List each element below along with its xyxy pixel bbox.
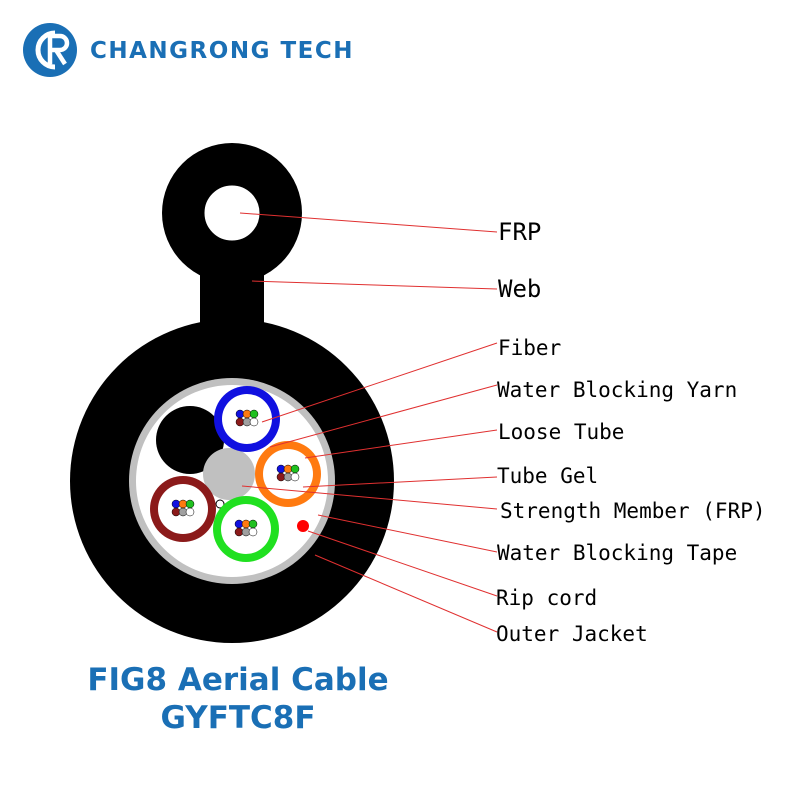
label-strength-member: Strength Member (FRP)	[500, 499, 766, 523]
label-outer-jacket: Outer Jacket	[496, 622, 648, 646]
fiber	[290, 464, 300, 474]
title-line-2: GYFTC8F	[160, 700, 315, 736]
logo-c-mark	[35, 30, 56, 70]
label-web: Web	[498, 275, 541, 303]
fiber	[248, 519, 258, 529]
label-tube-gel: Tube Gel	[497, 464, 598, 488]
strength-member	[203, 448, 255, 500]
messenger-section	[162, 143, 302, 335]
fiber	[249, 409, 259, 419]
label-rip-cord: Rip cord	[496, 586, 597, 610]
water-blocking-yarn	[215, 499, 225, 509]
fiber	[290, 472, 300, 482]
brand-logo	[23, 23, 77, 77]
label-loose-tube: Loose Tube	[498, 420, 624, 444]
label-water-blocking-yarn: Water Blocking Yarn	[497, 378, 737, 402]
leader-water-blocking-tape	[317, 514, 498, 553]
label-water-blocking-tape: Water Blocking Tape	[497, 541, 737, 565]
label-fiber: Fiber	[498, 336, 561, 360]
leader-strength-member	[241, 485, 498, 510]
cable-body	[70, 319, 394, 643]
logo-r-mark	[47, 33, 70, 66]
fiber	[185, 507, 195, 517]
fiber	[185, 499, 195, 509]
leader-rip-cord	[307, 530, 498, 597]
label-frp: FRP	[498, 218, 541, 246]
fiber	[248, 527, 258, 537]
leader-water-blocking-yarn	[269, 384, 498, 448]
leader-outer-jacket	[314, 554, 498, 633]
rip-cord	[297, 520, 309, 532]
filler-rod	[156, 406, 224, 474]
leader-loose-tube	[304, 429, 498, 459]
leader-tube-gel	[302, 476, 498, 488]
leader-lines	[239, 212, 498, 633]
component-labels: FRP Web Fiber Water Blocking Yarn Loose …	[496, 218, 766, 646]
brand-name: CHANGRONG TECH	[90, 38, 354, 64]
leader-fiber	[261, 342, 498, 423]
fiber	[249, 417, 259, 427]
frp-messenger	[203, 184, 261, 242]
fiber-bundles	[171, 409, 300, 537]
title-line-1: FIG8 Aerial Cable	[87, 662, 388, 698]
leader-web	[251, 280, 498, 290]
leader-frp	[239, 212, 498, 233]
